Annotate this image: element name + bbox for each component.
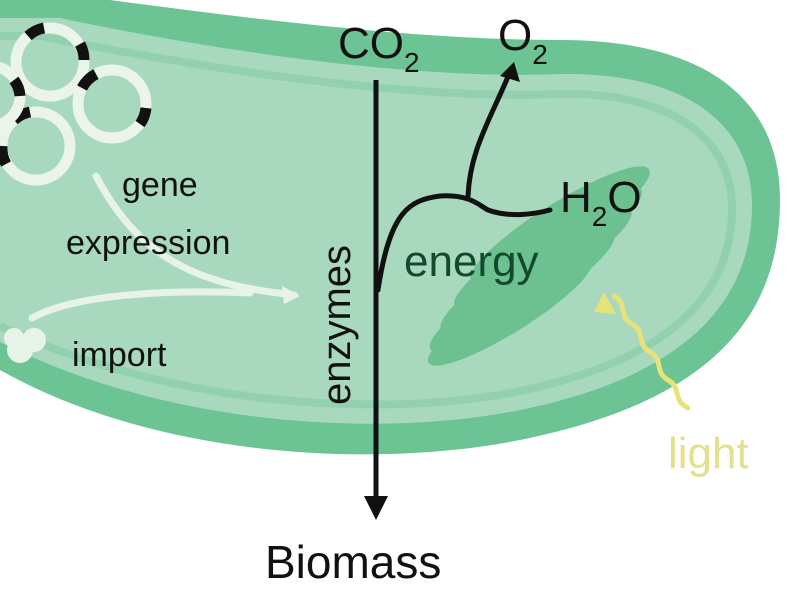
- gene-expression-arrowhead: [282, 286, 300, 304]
- thylakoid-stack: [427, 166, 650, 366]
- oxygen-release-arrowhead: [500, 62, 520, 82]
- light-wave: [611, 293, 691, 411]
- import-arrow: [28, 288, 254, 322]
- transporter-icon: [4, 328, 46, 363]
- co2-label: CO2: [338, 19, 420, 78]
- gene-expression-label-line1: gene: [122, 166, 198, 204]
- o2-label: O2: [498, 11, 548, 70]
- plasmids: [0, 22, 152, 186]
- enzymes-label: enzymes: [315, 245, 359, 405]
- plasmid-icon: [10, 22, 90, 102]
- energy-label: energy: [404, 237, 539, 286]
- light-wave-arrowhead: [594, 292, 616, 314]
- plasmid-icon: [72, 64, 152, 144]
- import-label: import: [72, 336, 167, 374]
- biomass-label: Biomass: [265, 536, 441, 588]
- h2o-label: H2O: [560, 173, 642, 232]
- light-label: light: [668, 429, 749, 478]
- energy-curve: [375, 193, 553, 293]
- gene-expression-label-line2: expression: [66, 224, 230, 262]
- oxygen-release-arrow: [465, 69, 513, 199]
- gene-expression-arrow: [92, 172, 298, 299]
- plasmid-icon: [0, 61, 26, 131]
- cell-inner-membrane: [0, 32, 737, 409]
- carbon-flux-arrowhead: [364, 496, 388, 520]
